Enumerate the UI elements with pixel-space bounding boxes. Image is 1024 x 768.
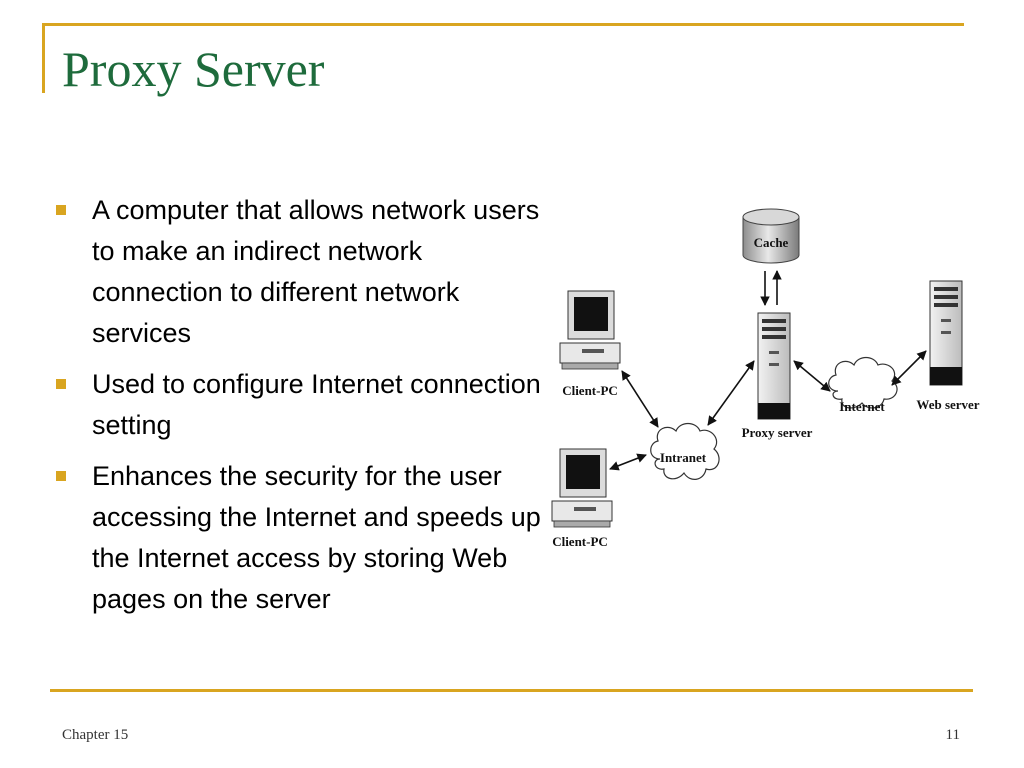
client-pc-top-label: Client-PC <box>562 383 618 398</box>
intranet-label: Intranet <box>660 450 707 465</box>
square-bullet-icon <box>56 379 66 389</box>
square-bullet-icon <box>56 205 66 215</box>
bullet-item: A computer that allows network users to … <box>56 190 548 354</box>
square-bullet-icon <box>56 471 66 481</box>
footer-chapter: Chapter 15 <box>62 727 129 743</box>
proxy-server-tower-icon <box>757 312 791 420</box>
intranet-proxy-arrow <box>707 360 755 426</box>
slide-title: Proxy Server <box>62 41 325 97</box>
client-top-intranet-arrow <box>621 370 659 428</box>
footer-page-number: 11 <box>945 727 960 743</box>
cache-cylinder-icon <box>742 208 800 264</box>
internet-webserver-arrow <box>891 350 927 386</box>
top-accent-rule <box>42 23 964 26</box>
web-server-tower-icon <box>929 280 963 386</box>
bullet-list: A computer that allows network users to … <box>56 190 548 630</box>
footer-rule <box>50 689 973 692</box>
left-accent-rule <box>42 23 45 93</box>
web-server-label: Web server <box>916 397 979 412</box>
cache-label: Cache <box>754 235 789 250</box>
client-pc-top-computer-icon <box>559 290 621 370</box>
bullet-text: A computer that allows network users to … <box>92 195 540 348</box>
intranet-cloud-icon <box>650 422 720 480</box>
bullet-text: Enhances the security for the user acces… <box>92 461 541 614</box>
bullet-item: Enhances the security for the user acces… <box>56 456 548 620</box>
internet-label: Internet <box>839 399 885 414</box>
client-pc-bottom-computer-icon <box>551 448 613 528</box>
proxy-server-label: Proxy server <box>742 425 813 440</box>
proxy-internet-arrow <box>793 360 831 392</box>
proxy-network-diagram: Cache Proxy server Web server Internet I… <box>551 208 980 549</box>
client-bottom-intranet-arrow <box>609 453 647 471</box>
client-pc-bottom-label: Client-PC <box>552 534 608 549</box>
bullet-item: Used to configure Internet connection se… <box>56 364 548 446</box>
bullet-text: Used to configure Internet connection se… <box>92 369 541 440</box>
